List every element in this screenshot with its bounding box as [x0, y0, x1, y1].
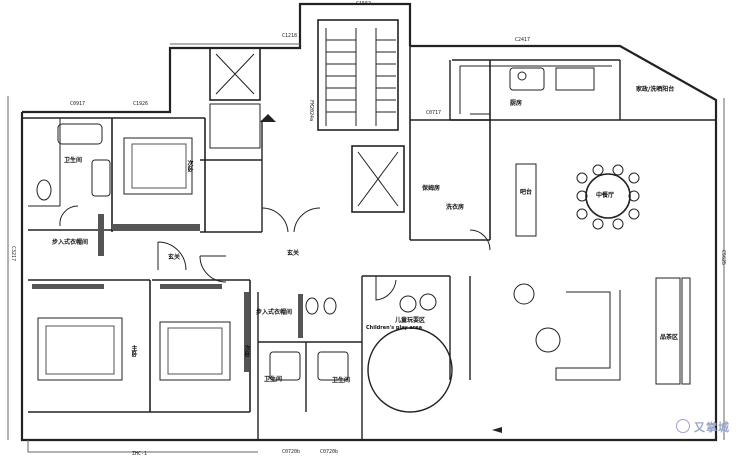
watermark-text: 又掌城 — [694, 421, 730, 434]
tag-fm: FM2024a — [308, 100, 314, 122]
watermark: 又掌城 — [676, 419, 730, 435]
room-label-foyer-left: 玄关 — [168, 254, 181, 261]
tag-c1562: C1562 — [356, 1, 372, 7]
tag-c0917: C0917 — [70, 101, 86, 107]
room-label-kids: 儿童玩耍区 — [395, 317, 426, 324]
tag-c2417: C2417 — [515, 37, 531, 43]
room-label-bar: 吧台 — [520, 189, 533, 196]
room-label-balcony: 家政/洗晒阳台 — [636, 86, 675, 93]
room-label-kitchen: 厨房 — [510, 100, 523, 107]
tag-c1218: C1218 — [282, 33, 298, 39]
wechat-icon — [676, 419, 690, 433]
room-label-bath-b: 卫生间 — [264, 376, 283, 383]
tag-c5625: C5625 — [720, 250, 726, 266]
tag-c3217: C3217 — [10, 246, 16, 262]
tag-c0720a: C0720b — [282, 449, 301, 455]
room-label-bath-c: 卫生间 — [332, 377, 351, 384]
room-label-dining: 中餐厅 — [596, 192, 615, 199]
room-label-foyer-mid: 玄关 — [287, 250, 300, 257]
room-label-tea: 品茶区 — [660, 334, 679, 341]
tag-c0720b: C0720b — [320, 449, 339, 455]
tag-c1926: C1926 — [133, 101, 149, 107]
room-label-bath-a: 卫生间 — [64, 157, 83, 164]
tag-zhc1: ZHC-1 — [132, 451, 148, 457]
room-label-laundry: 洗衣房 — [446, 204, 465, 211]
room-label-nanny: 保姆房 — [422, 185, 441, 192]
room-label-bedroom-b: 次卧 — [243, 345, 250, 357]
tag-c0717: C0717 — [426, 110, 442, 116]
room-label-kids-en: Children's play area — [366, 325, 423, 331]
room-label-walkin-a: 步入式衣帽间 — [52, 239, 89, 246]
room-label-bedroom-a: 次卧 — [186, 160, 193, 172]
room-label-master: 主卧 — [130, 345, 137, 357]
room-label-walkin-b: 步入式衣帽间 — [256, 309, 293, 316]
